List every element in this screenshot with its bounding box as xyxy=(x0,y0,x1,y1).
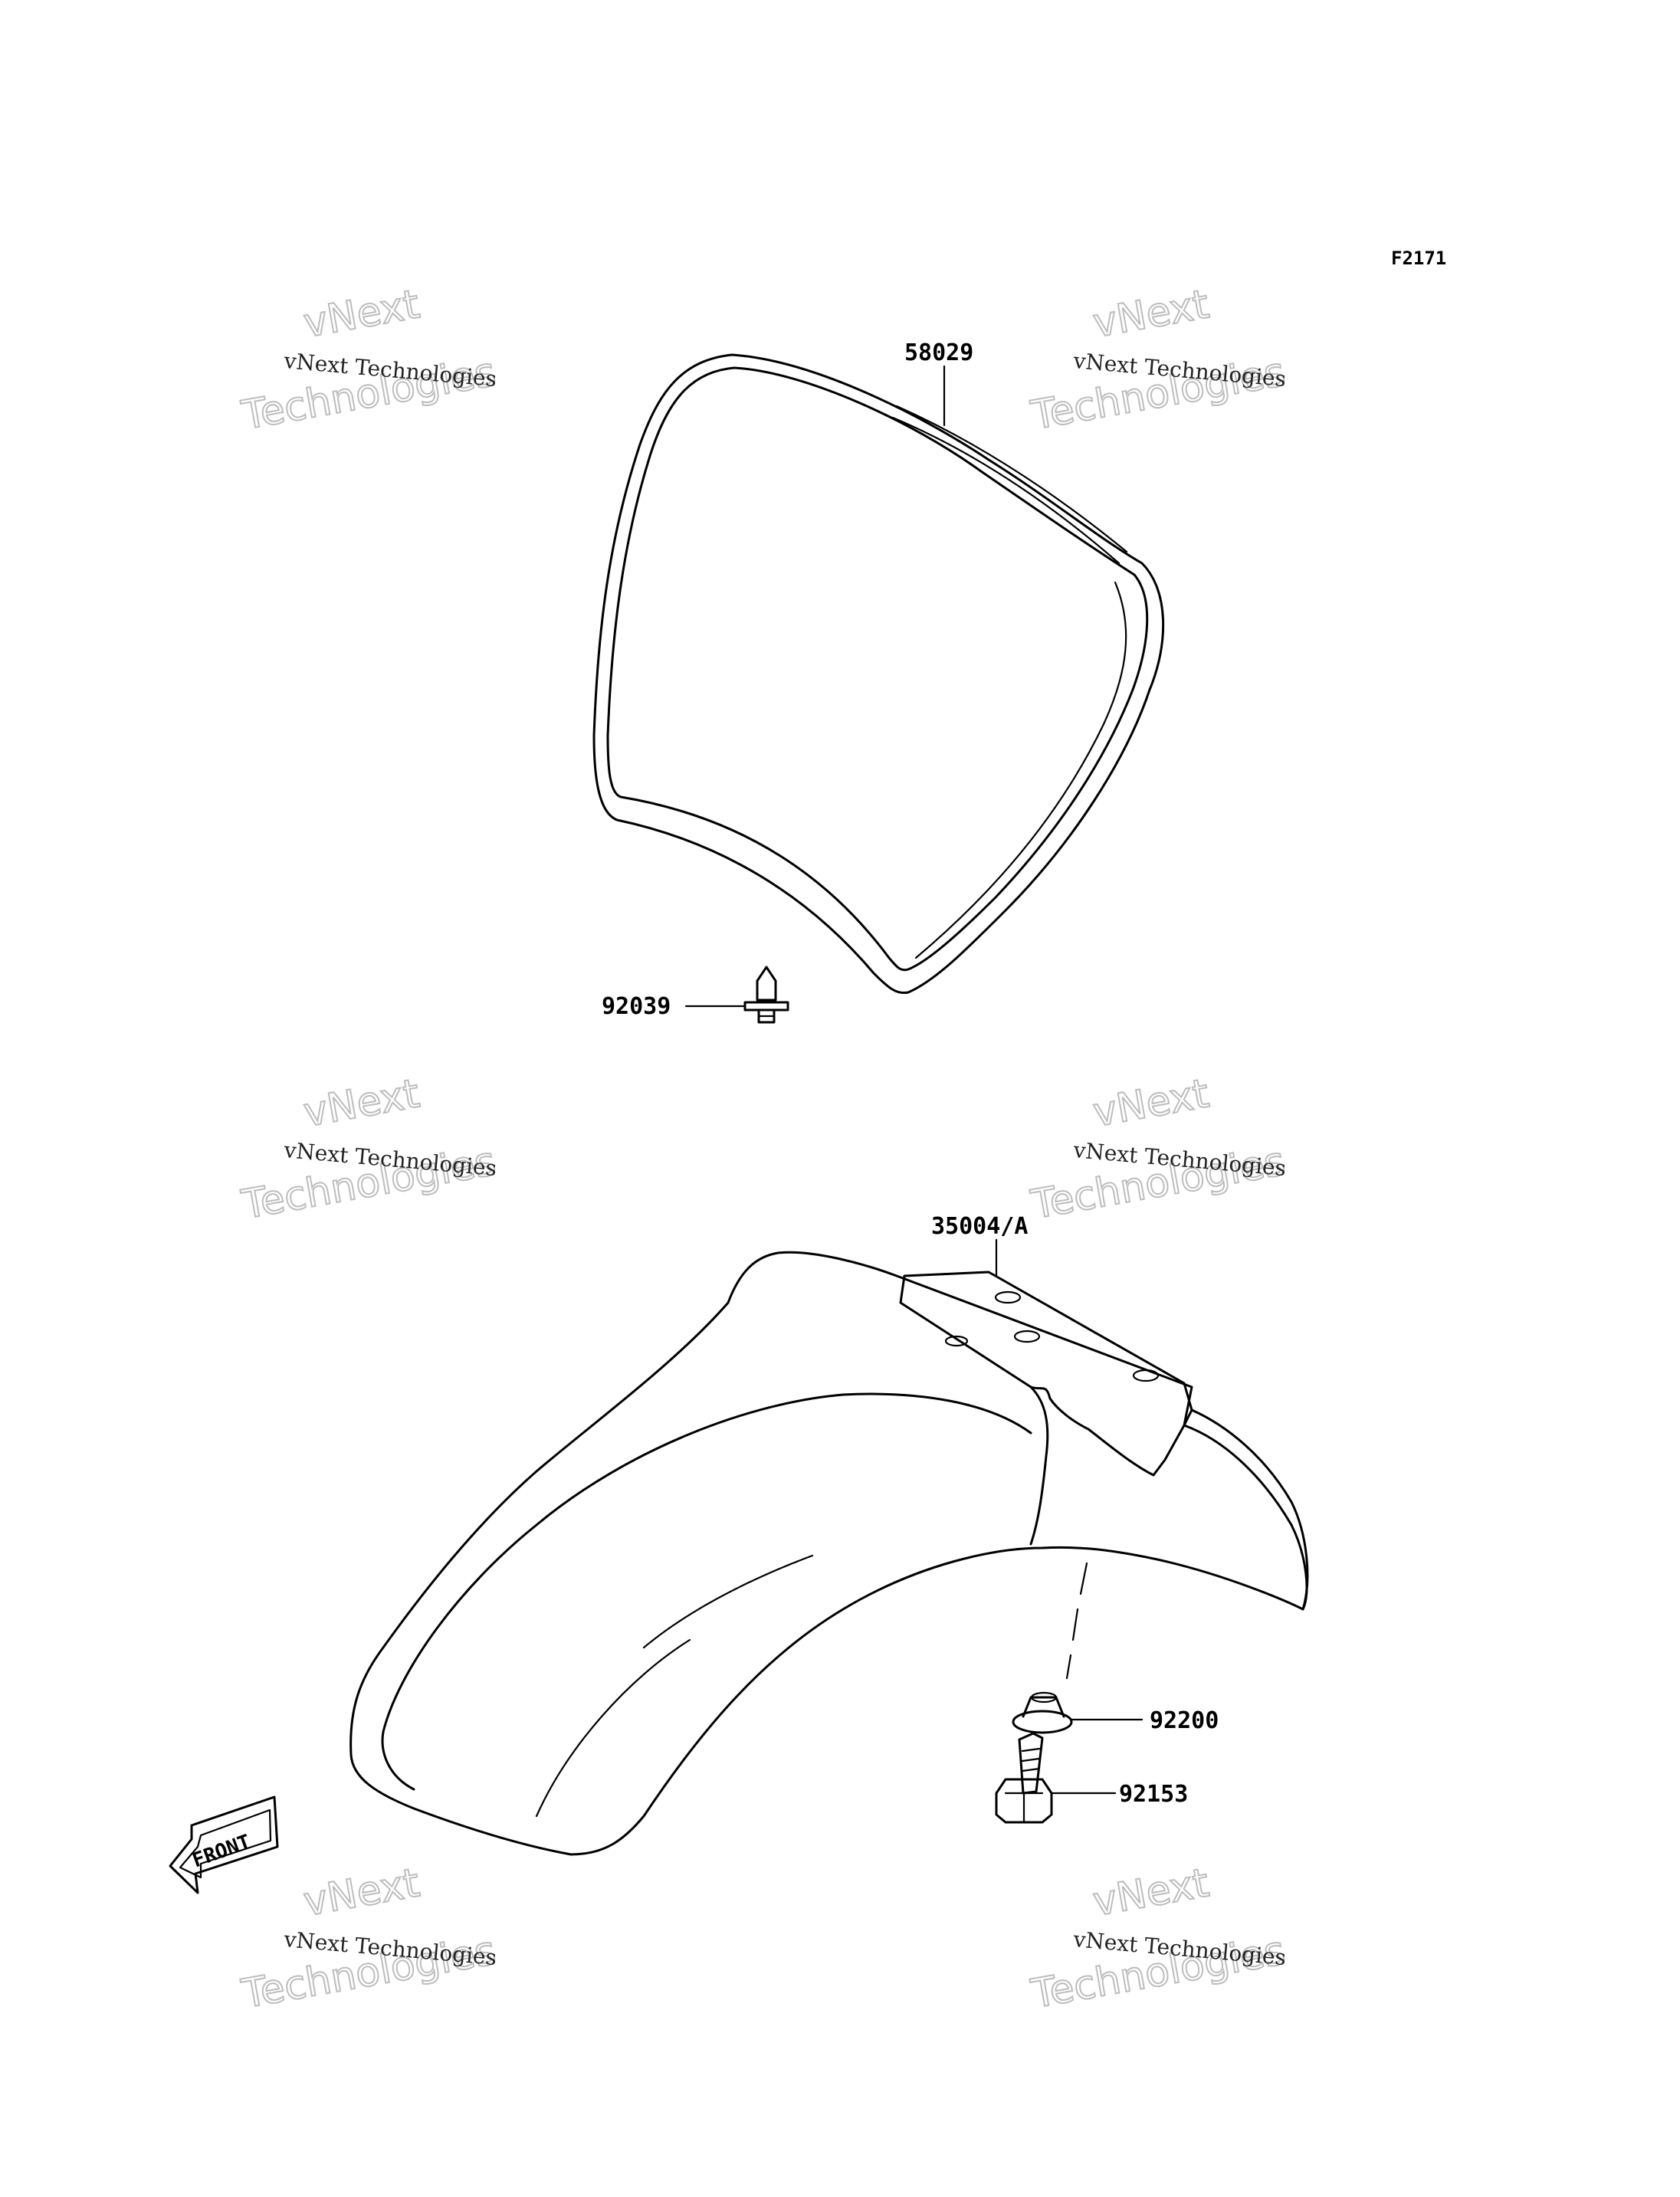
figure-code: F2171 xyxy=(1391,248,1446,269)
clip-drawing xyxy=(684,966,789,1024)
watermark-top-right: vNext Technologies vNext Technologies xyxy=(1027,280,1289,440)
watermark-mid-left: vNext Technologies vNext Technologies xyxy=(238,1070,500,1229)
bolt-drawing xyxy=(995,1732,1117,1824)
watermark-brand: vNext xyxy=(1090,1071,1212,1136)
watermark-brand: vNext xyxy=(1090,281,1212,346)
watermark-brand: vNext xyxy=(1090,1860,1212,1925)
clip-part-number: 92039 xyxy=(602,993,671,1020)
seat-part-number: 58029 xyxy=(904,339,973,366)
fender-part-number: 35004/A xyxy=(931,1213,1028,1240)
collar-part-number: 92200 xyxy=(1150,1707,1219,1734)
seat-drawing xyxy=(592,353,1165,995)
watermark-bottom-right: vNext Technologies vNext Technologies xyxy=(1027,1859,1289,2018)
front-direction-arrow: FRONT xyxy=(169,1795,279,1894)
watermark-mid-right: vNext Technologies vNext Technologies xyxy=(1027,1070,1289,1229)
watermark-brand: vNext xyxy=(300,281,423,346)
collar-drawing xyxy=(1012,1691,1144,1734)
fender-drawing xyxy=(349,1238,1309,1856)
watermark-top-left: vNext Technologies vNext Technologies xyxy=(238,280,500,440)
watermark-brand: vNext xyxy=(300,1071,423,1136)
watermark-bottom-left: vNext Technologies vNext Technologies xyxy=(238,1859,500,2018)
bolt-part-number: 92153 xyxy=(1119,1781,1188,1808)
watermark-brand: vNext xyxy=(300,1860,423,1925)
